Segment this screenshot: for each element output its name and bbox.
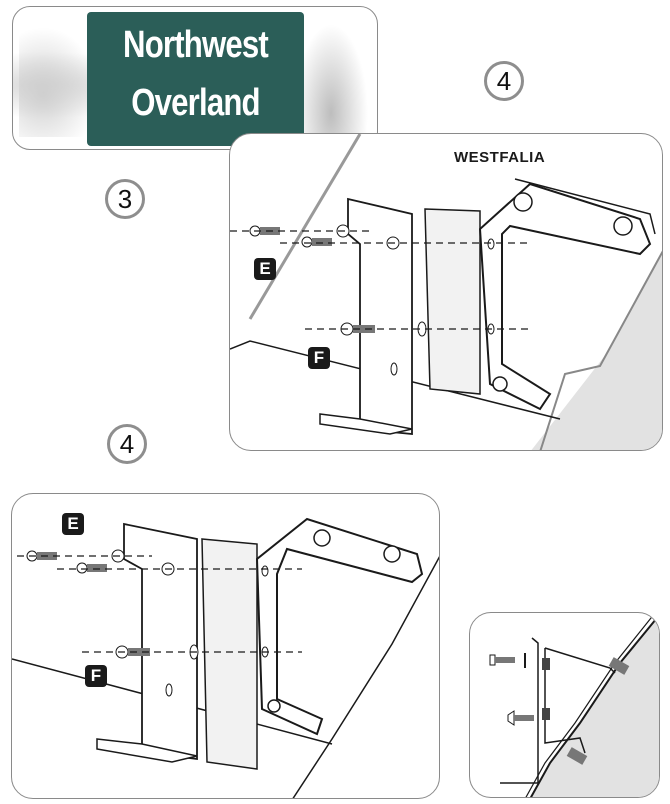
label-e-top: E — [254, 258, 276, 280]
bracket-diagram-top — [230, 134, 662, 450]
label-e-bottom: E — [62, 513, 84, 535]
bracket-diagram-bottom — [12, 517, 439, 798]
screw-e-icon — [489, 654, 515, 666]
vehicle-shade — [531, 615, 659, 797]
logo-line-2: Overland — [131, 82, 260, 124]
diagram-panel-bottom: E F — [11, 493, 440, 799]
diagram-panel-top: WESTFALIA E F — [229, 133, 663, 451]
hole-icon — [261, 565, 269, 577]
vehicle-edge — [539, 250, 662, 450]
logo-panel: Northwest Overland — [12, 6, 378, 150]
hook-arm-bottom — [544, 648, 586, 754]
cross-section-diagram — [489, 613, 659, 797]
brand-logo: Northwest Overland — [87, 12, 304, 146]
logo-line-1: Northwest — [123, 24, 269, 66]
nut-icon — [542, 708, 550, 720]
screw-e-2 — [301, 236, 332, 248]
bolt-icon — [383, 545, 401, 563]
hole-icon — [165, 683, 173, 697]
bracket-profile — [500, 637, 539, 784]
top-bar — [514, 178, 656, 235]
bracket-foot — [319, 413, 413, 435]
bracket-front — [123, 522, 198, 761]
bolt-icon — [492, 376, 508, 392]
label-f-bottom: F — [85, 665, 107, 687]
bracket-foot — [96, 738, 198, 763]
step-4-marker-mid: 4 — [107, 424, 147, 464]
vehicle-skin — [529, 613, 659, 797]
bumper-line — [230, 340, 561, 420]
screw-e-2 — [76, 562, 107, 574]
vehicle-panel-line — [248, 134, 362, 320]
bolt-icon — [513, 192, 533, 212]
label-f-top: F — [308, 347, 330, 369]
hook-arm-top — [544, 647, 616, 674]
step-3-marker: 3 — [105, 179, 145, 219]
nut-icon — [542, 658, 550, 670]
hole-icon — [390, 362, 398, 376]
hook-bracket — [255, 517, 424, 736]
vehicle-shade — [531, 252, 662, 450]
bolt-icon — [267, 699, 281, 713]
hole-icon — [487, 238, 495, 250]
bolt-icon — [613, 216, 633, 236]
logo-shadow-right — [291, 17, 371, 137]
plate-back — [424, 208, 481, 395]
vehicle-edge — [292, 556, 439, 798]
bolt-icon — [313, 529, 331, 547]
bolt-icon — [608, 657, 630, 675]
logo-shadow-left — [19, 27, 99, 137]
bolt-icon — [566, 747, 588, 765]
step-4-marker-top: 4 — [484, 61, 524, 101]
plate-back — [201, 538, 258, 770]
diagram-panel-side — [469, 612, 660, 798]
bracket-front — [347, 197, 413, 435]
screw-f-icon — [507, 710, 534, 726]
brand-label: WESTFALIA — [454, 149, 546, 166]
hook-bracket — [478, 182, 652, 411]
